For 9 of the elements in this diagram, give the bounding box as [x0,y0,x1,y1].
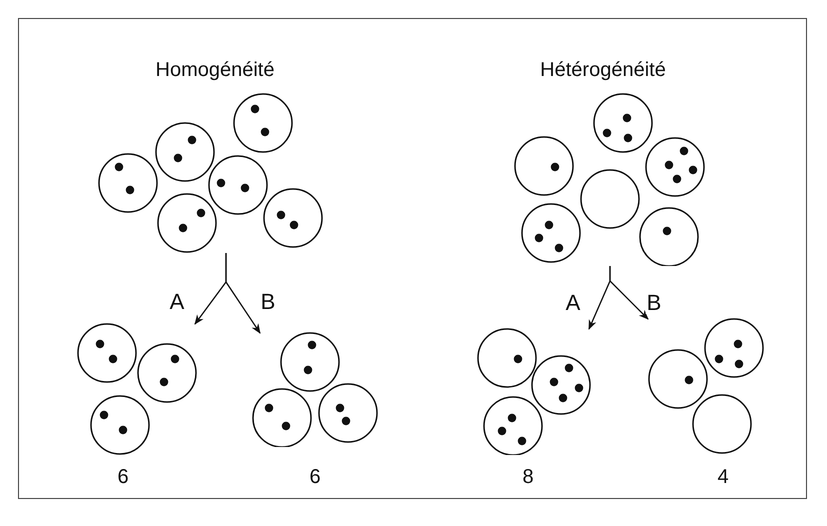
group-title: Homogénéité [156,60,274,80]
group-title: Hétérogénéité [540,60,666,80]
count-label: 6 [117,467,129,487]
edge-label: B [646,292,662,314]
arrow [609,266,649,320]
count-label: 6 [309,467,321,487]
arrow [225,253,261,334]
count-label: 4 [717,467,729,487]
count-label: 8 [522,467,534,487]
